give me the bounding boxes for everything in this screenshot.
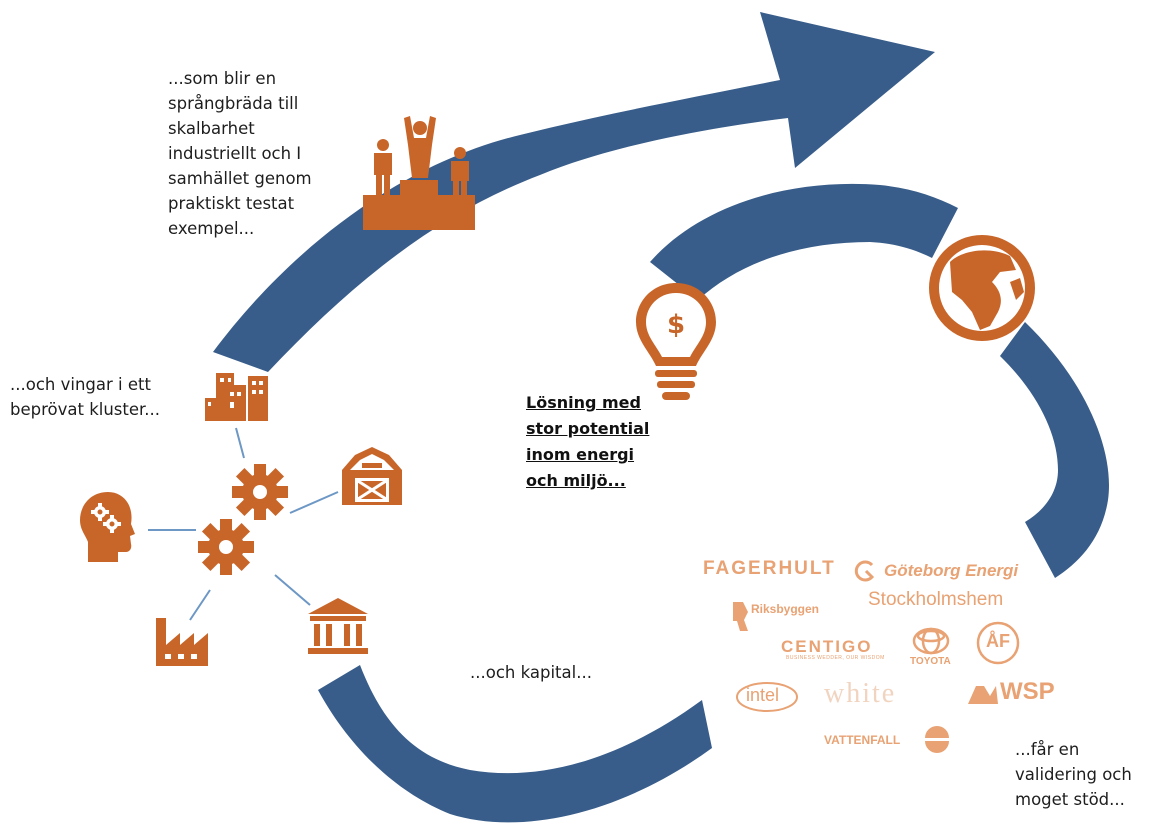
- globe-icon: [929, 235, 1035, 341]
- head-gears-icon: [80, 492, 135, 562]
- flow-arrows: [213, 12, 1109, 823]
- svg-text:$: $: [667, 310, 685, 340]
- factory-icon: [156, 618, 208, 666]
- fagerhult-logo: FAGERHULT: [703, 558, 836, 579]
- vattenfall-logo: VATTENFALL: [824, 733, 901, 747]
- capital-arc: [318, 665, 712, 823]
- centigo-logo: CENTIGO: [781, 637, 873, 656]
- goteborg-energi-logo: Göteborg Energi: [884, 561, 1019, 580]
- validation-text: ...får en validering och moget stöd...: [1015, 740, 1132, 809]
- toyota-logo: TOYOTA: [910, 656, 951, 667]
- intel-logo: intel: [746, 685, 780, 705]
- solution-text: Lösning med stor potential inom energi o…: [526, 393, 650, 490]
- riksbyggen-logo: Riksbyggen: [751, 602, 820, 616]
- intel-logo-mark: [736, 682, 798, 712]
- capital-text: ...och kapital...: [470, 663, 592, 682]
- toyota-logo-mark: [912, 627, 950, 655]
- main-upward-arrow: [213, 12, 935, 372]
- bank-icon: [308, 598, 368, 654]
- riksbyggen-logo-mark: [733, 602, 748, 631]
- springboard-text: ...som blir en språngbräda till skalbarh…: [168, 69, 312, 238]
- partner-logo-marks: [733, 560, 1020, 753]
- cluster-connectors: [148, 427, 339, 621]
- goteborg-energi-logo-mark: [854, 560, 875, 582]
- barn-icon: [342, 447, 402, 505]
- podium-people-icon: [363, 116, 475, 230]
- solution-to-globe-arc: [650, 183, 958, 300]
- wsp-logo-mark: [968, 686, 998, 704]
- wsp-logo: WSP: [1000, 678, 1055, 705]
- centigo-tagline: BUSINESS WEDDER, OUR WISDOM: [786, 655, 885, 661]
- stockholmshem-logo: Stockholmshem: [868, 589, 1004, 610]
- af-logo-mark: [976, 621, 1020, 665]
- cluster-wings-text: ...och vingar i ett beprövat kluster...: [10, 375, 161, 419]
- lightbulb-dollar-icon: $: [636, 283, 716, 400]
- white-logo: white: [824, 678, 897, 709]
- gears-icon: [198, 464, 288, 575]
- city-buildings-icon: [205, 373, 268, 421]
- vattenfall-logo-mark: [925, 726, 949, 753]
- af-logo: ÅF: [986, 631, 1010, 651]
- globe-to-partners-arc: [1000, 322, 1109, 578]
